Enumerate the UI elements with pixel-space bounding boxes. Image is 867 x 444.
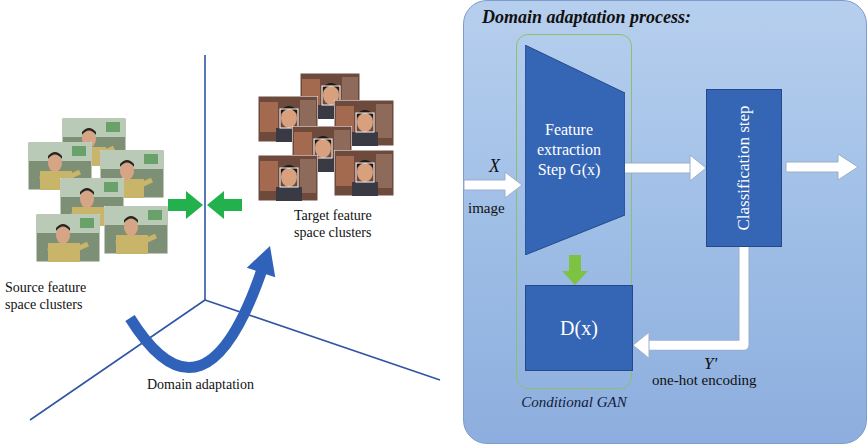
image-tile xyxy=(36,214,100,262)
green-arrow xyxy=(569,255,581,274)
box-label: Feature extraction Step G(x) xyxy=(529,120,609,180)
cluster-label: Source feature space clusters xyxy=(5,280,115,314)
arrow-outline xyxy=(646,247,744,345)
group-label: Conditional GAN xyxy=(521,394,626,411)
source-images xyxy=(28,118,168,262)
curved-arrow xyxy=(130,267,263,367)
edge-label: Domain adaptation xyxy=(147,377,254,393)
image-tile xyxy=(258,155,318,201)
arrow-outline xyxy=(625,163,693,174)
white-arrow xyxy=(625,164,693,173)
generator-trapezoid: Feature extraction Step G(x) xyxy=(525,45,625,255)
cluster-label: Target feature space clusters xyxy=(294,208,404,242)
connector xyxy=(633,247,744,358)
text-label: image xyxy=(468,200,505,217)
green-arrow xyxy=(207,191,242,219)
target-images xyxy=(258,73,394,201)
white-arrow xyxy=(646,247,744,345)
box-label: D(x) xyxy=(526,317,632,340)
classifier-box: Classification step xyxy=(706,89,782,247)
axis-line xyxy=(30,300,205,420)
arrow-head xyxy=(247,246,275,277)
connector xyxy=(130,246,275,368)
feature-axes xyxy=(30,55,440,420)
arrow-head xyxy=(562,271,588,285)
discriminator-box: D(x) xyxy=(525,285,633,371)
text-label: X xyxy=(489,156,500,177)
output-arrow xyxy=(786,154,858,180)
arrow-head xyxy=(633,332,649,358)
source-cluster: Source feature space clusters xyxy=(5,118,170,318)
gan-group: Conditional GANFeature extraction Step G… xyxy=(516,34,632,389)
connector xyxy=(625,155,706,181)
connector xyxy=(562,255,588,285)
converging-arrows xyxy=(168,191,242,219)
axis-line xyxy=(205,300,440,380)
box-label: Classification step xyxy=(734,105,754,230)
panel-title: Domain adaptation process: xyxy=(482,7,691,28)
white-arrow xyxy=(786,154,858,180)
arrow-head xyxy=(690,155,706,181)
axis-line xyxy=(204,55,206,300)
trapezoid-fill xyxy=(525,45,625,255)
image-tile xyxy=(334,150,394,196)
image-tile xyxy=(104,206,168,254)
target-cluster: Target feature space clusters xyxy=(252,73,406,246)
text-label: one-hot encoding xyxy=(652,372,757,389)
edge-label: Y' xyxy=(704,354,717,374)
green-arrow xyxy=(168,191,203,219)
